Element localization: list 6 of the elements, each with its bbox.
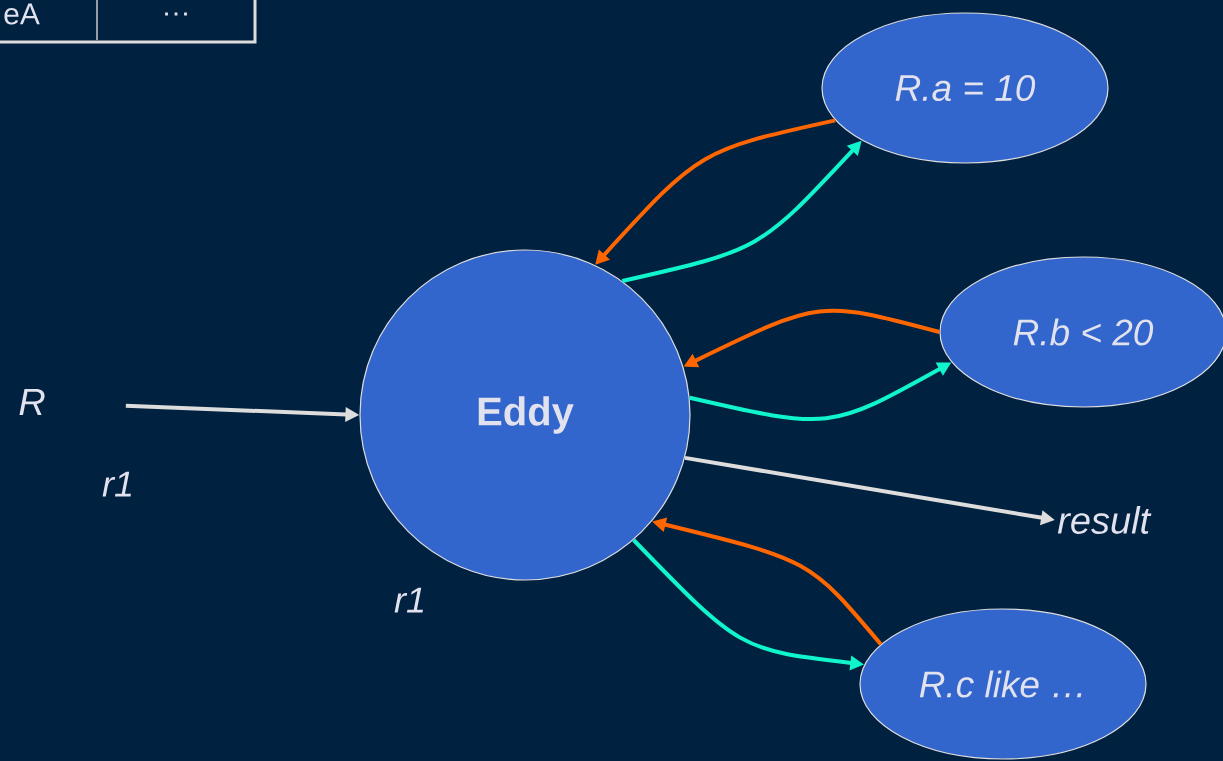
stream-label: r1: [394, 587, 423, 613]
table-cell: eA: [4, 3, 40, 25]
table-cell: …: [165, 12, 187, 16]
edge-label: r1: [100, 469, 136, 499]
stream-label: R: [19, 388, 45, 416]
stream-label: result: [1057, 506, 1152, 534]
